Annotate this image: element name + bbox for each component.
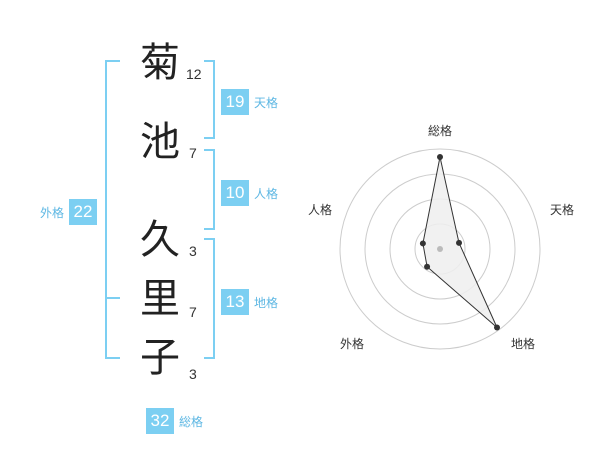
stroke-count-3: 3: [189, 243, 197, 259]
soukaku-badge: 32 総格: [146, 408, 203, 434]
stroke-count-5: 3: [189, 366, 197, 382]
radar-grid-ring-4: [339, 148, 541, 350]
gaikaku-value: 22: [69, 199, 98, 225]
tenkaku-bracket: [204, 60, 215, 139]
radar-point-2: [456, 239, 463, 246]
radar-label-jinkaku: 人格: [308, 203, 333, 217]
jinkaku-badge: 10 人格: [221, 180, 278, 206]
radar-point-1: [437, 154, 443, 160]
tenkaku-value: 19: [221, 89, 249, 115]
chikaku-badge: 13 地格: [221, 289, 278, 315]
soukaku-value: 32: [146, 408, 174, 434]
name-char-5: 子: [140, 335, 180, 381]
gaikaku-bracket: [105, 60, 120, 359]
radar-center-dot: [437, 246, 443, 252]
name-char-4: 里: [140, 276, 180, 322]
radar-point-3: [494, 324, 501, 331]
chikaku-bracket: [204, 238, 215, 359]
radar-point-5: [419, 240, 426, 247]
radar-series-polygon: [422, 156, 498, 328]
radar-label-chikaku: 地格: [511, 337, 536, 351]
chikaku-label: 地格: [254, 295, 279, 310]
soukaku-label: 総格: [179, 414, 204, 429]
stroke-count-2: 7: [189, 145, 197, 161]
name-char-1: 菊: [140, 40, 180, 86]
radar-label-tenkaku: 天格: [550, 203, 575, 217]
chikaku-value: 13: [221, 289, 249, 315]
name-char-2: 池: [140, 119, 180, 165]
jinkaku-bracket: [204, 149, 215, 230]
jinkaku-value: 10: [221, 180, 249, 206]
stroke-count-4: 7: [189, 304, 197, 320]
radar-label-gaikaku: 外格: [340, 337, 365, 351]
gaikaku-badge: 22 外格: [40, 199, 98, 225]
tenkaku-label: 天格: [254, 95, 279, 110]
radar-label-soukaku: 総格: [428, 124, 453, 138]
jinkaku-label: 人格: [254, 186, 279, 201]
radar-point-4: [424, 263, 431, 270]
gaikaku-label: 外格: [40, 205, 65, 220]
stroke-count-1: 12: [186, 66, 202, 82]
tenkaku-badge: 19 天格: [221, 89, 278, 115]
name-char-3: 久: [140, 217, 180, 263]
